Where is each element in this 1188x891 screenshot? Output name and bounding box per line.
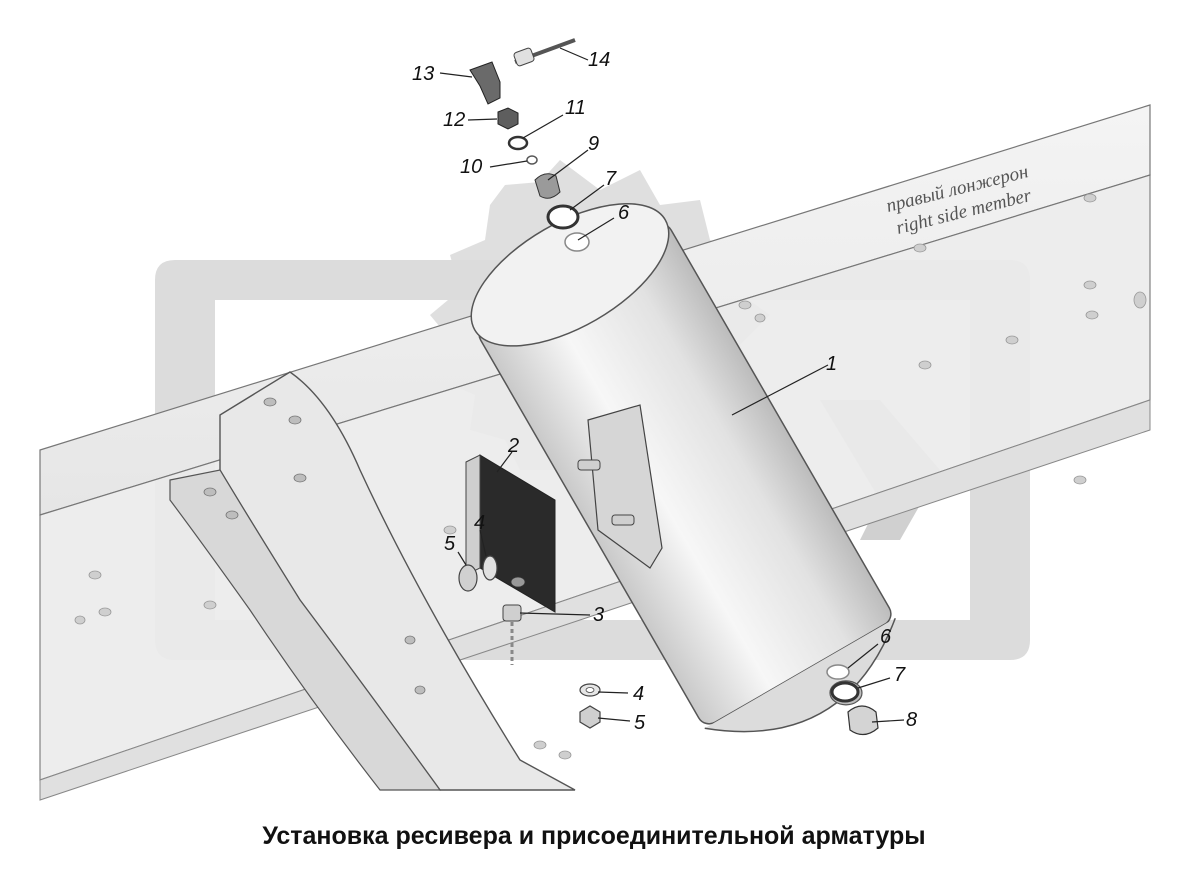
lower-washer-and-nut xyxy=(579,683,601,729)
callout-2: 2 xyxy=(507,435,519,457)
callout-13: 13 xyxy=(412,63,434,85)
cross-bracket-side xyxy=(169,469,442,791)
bracket-washer-and-nut xyxy=(458,555,498,592)
callout-10: 10 xyxy=(460,156,482,178)
callout-7-top: 7 xyxy=(605,168,617,190)
callout-5-lower: 5 xyxy=(634,712,646,734)
callout-5-bracket: 5 xyxy=(444,533,456,555)
callout-4-bracket: 4 xyxy=(474,512,485,534)
callout-7-bottom: 7 xyxy=(894,664,906,686)
ring-10 xyxy=(526,155,538,165)
elbow-fitting-13 xyxy=(469,61,501,105)
washer-11 xyxy=(507,135,529,151)
nut-12 xyxy=(497,107,519,130)
lower-fittings xyxy=(826,664,879,736)
air-receiver-cylinder xyxy=(470,202,896,733)
figure-caption: Установка ресивера и присоединительной а… xyxy=(262,822,926,850)
cross-bracket xyxy=(169,371,576,791)
callout-1: 1 xyxy=(826,353,837,375)
callout-14: 14 xyxy=(588,49,610,71)
gasket-7-bottom xyxy=(830,681,860,703)
callout-6-bottom: 6 xyxy=(880,626,892,648)
upper-fittings xyxy=(469,38,590,252)
adapter-9 xyxy=(534,173,561,199)
receiver-strap xyxy=(577,404,663,569)
callout-8: 8 xyxy=(906,709,917,731)
callout-4-lower: 4 xyxy=(633,683,644,705)
bolt xyxy=(502,604,522,665)
callout-9: 9 xyxy=(588,133,599,155)
callouts: 1 2 3 4 5 4 5 6 7 9 10 11 12 13 14 6 7 8 xyxy=(412,47,917,734)
ring-6-bottom xyxy=(826,664,850,680)
callout-12: 12 xyxy=(443,109,465,131)
callout-11: 11 xyxy=(565,97,586,119)
callout-3: 3 xyxy=(593,604,604,626)
gasket-7-top xyxy=(546,204,580,230)
plug-8 xyxy=(847,705,879,736)
cross-bracket-holes xyxy=(203,397,426,695)
callout-6-top: 6 xyxy=(618,202,630,224)
